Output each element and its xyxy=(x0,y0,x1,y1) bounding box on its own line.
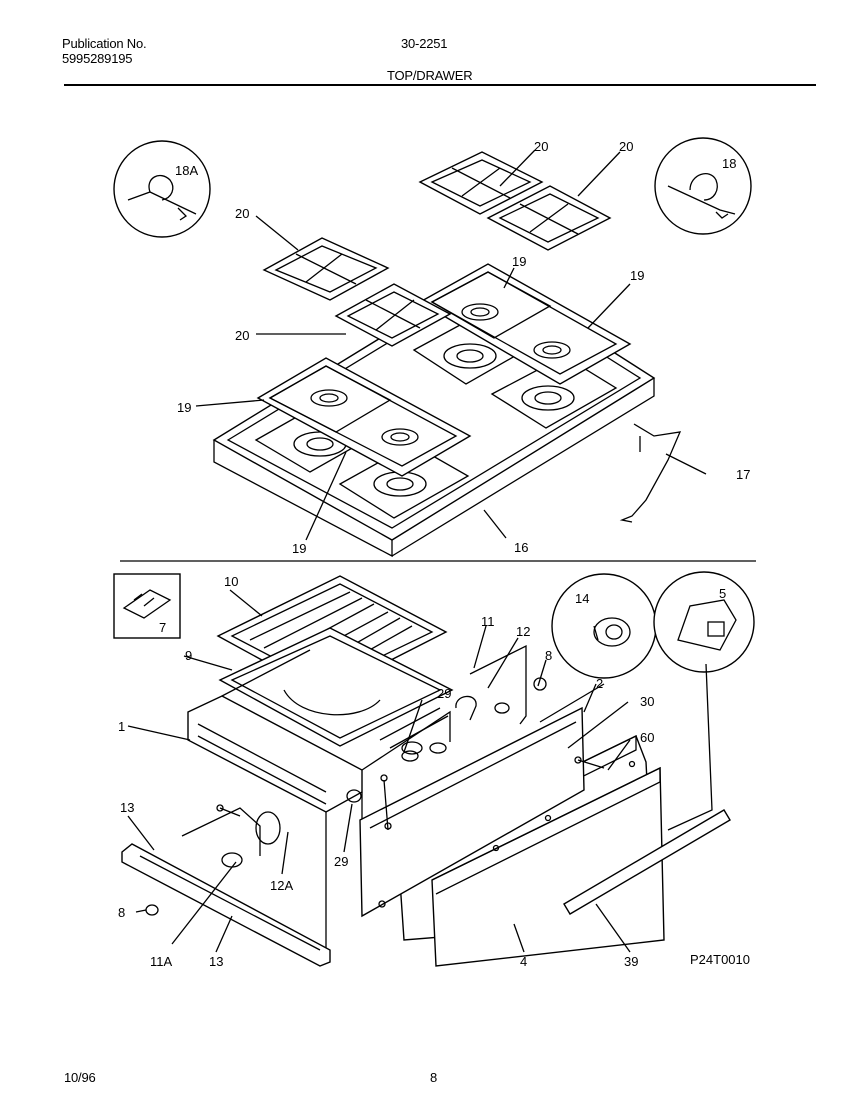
callout-13: 13 xyxy=(120,800,134,815)
broil-pan-9 xyxy=(218,627,454,747)
section-title: TOP/DRAWER xyxy=(387,68,473,83)
detail-5 xyxy=(653,571,755,673)
callout-30: 30 xyxy=(640,694,654,709)
drawer-face-4 xyxy=(431,760,665,967)
callout-60: 60 xyxy=(640,730,654,745)
header-rule xyxy=(64,84,816,86)
detail-18A xyxy=(113,140,211,238)
callout-14: 14 xyxy=(575,591,589,606)
wire-rod-17 xyxy=(619,423,682,523)
model-code: 30-2251 xyxy=(401,36,448,51)
bottom-leader-lines xyxy=(127,589,713,953)
callout-17: 17 xyxy=(736,467,750,482)
callout-8: 8 xyxy=(545,648,552,663)
drawer-panel-2 xyxy=(359,706,585,918)
publication-label: Publication No. xyxy=(62,36,147,51)
figure-code: P24T0010 xyxy=(690,952,750,967)
detail-18 xyxy=(654,137,752,235)
callout-12: 12 xyxy=(516,624,530,639)
callout-18: 18 xyxy=(722,156,736,171)
publication-number: 5995289195 xyxy=(62,51,133,66)
callout-19: 19 xyxy=(292,541,306,556)
callout-16: 16 xyxy=(514,540,528,555)
callout-11: 11 xyxy=(481,614,495,629)
callout-7: 7 xyxy=(159,620,166,635)
callout-20: 20 xyxy=(534,139,548,154)
handle-39 xyxy=(563,809,731,915)
callout-13: 13 xyxy=(209,954,223,969)
callout-19: 19 xyxy=(177,400,191,415)
footer-date: 10/96 xyxy=(64,1070,96,1085)
drawer-slide-13 xyxy=(121,807,331,967)
callout-12A: 12A xyxy=(270,878,293,893)
callout-18A: 18A xyxy=(175,163,198,178)
callout-20: 20 xyxy=(619,139,633,154)
grate-20-right xyxy=(418,151,612,251)
callout-10: 10 xyxy=(224,574,238,589)
callout-39: 39 xyxy=(624,954,638,969)
burner-bowl-frame-19-left xyxy=(256,357,472,477)
callout-19: 19 xyxy=(512,254,526,269)
callout-20: 20 xyxy=(235,328,249,343)
callout-29: 29 xyxy=(437,686,451,701)
callout-1: 1 xyxy=(118,719,125,734)
detail-7 xyxy=(113,573,181,639)
callout-4: 4 xyxy=(520,954,527,969)
burner-bowl-frame-19-right xyxy=(418,263,632,385)
callout-9: 9 xyxy=(185,648,192,663)
callout-8: 8 xyxy=(118,905,125,920)
top-leader-lines xyxy=(195,149,707,541)
detail-14 xyxy=(551,573,657,679)
callout-19: 19 xyxy=(630,268,644,283)
callout-2: 2 xyxy=(596,676,603,691)
bracket-11-12 xyxy=(455,644,547,725)
drawer-body-1 xyxy=(187,649,451,950)
callout-labels: 18A 20 20 20 20 18 19 19 19 19 17 16 7 1… xyxy=(118,139,750,969)
callout-20: 20 xyxy=(235,206,249,221)
callout-29: 29 xyxy=(334,854,348,869)
grate-20-left xyxy=(262,237,452,347)
page-number: 8 xyxy=(430,1070,438,1085)
callout-5: 5 xyxy=(719,586,726,601)
callout-11A: 11A xyxy=(150,954,172,969)
screw-60 xyxy=(574,756,605,769)
